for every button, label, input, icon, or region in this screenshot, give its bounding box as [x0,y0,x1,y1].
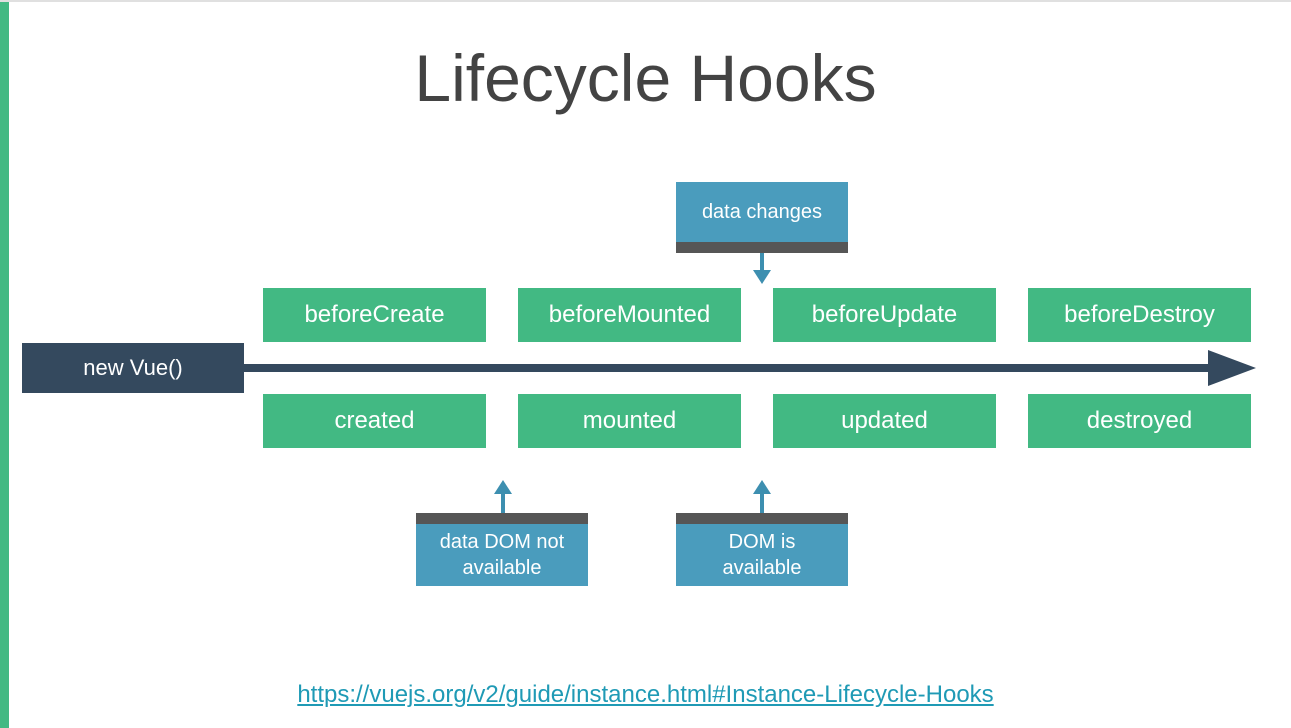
connector-data-dom-arrowhead-icon [494,480,512,494]
hook-box-beforeupdate[interactable]: beforeUpdate [773,288,996,342]
page-title: Lifecycle Hooks [414,41,877,115]
connector-data-dom-line [501,494,505,513]
connector-data-changes-line [760,253,764,272]
connector-dom-available-arrowhead-icon [753,480,771,494]
left-accent-bar [0,2,9,728]
reference-link[interactable]: https://vuejs.org/v2/guide/instance.html… [297,681,994,708]
connector-data-changes-arrowhead-icon [753,270,771,284]
callout-data-changes-bar [676,242,848,253]
callout-data-dom-bar [416,513,588,524]
callout-data-changes: data changes [676,182,848,242]
hook-box-updated[interactable]: updated [773,394,996,448]
timeline-arrow-line [244,364,1226,372]
hook-box-destroyed[interactable]: destroyed [1028,394,1251,448]
hook-box-beforecreate[interactable]: beforeCreate [263,288,486,342]
connector-dom-available-line [760,494,764,513]
callout-dom-is-available: DOM is available [676,524,848,586]
callout-data-dom-not-available: data DOM not available [416,524,588,586]
hook-box-created[interactable]: created [263,394,486,448]
hook-box-beforedestroy[interactable]: beforeDestroy [1028,288,1251,342]
hook-box-beforemounted[interactable]: beforeMounted [518,288,741,342]
timeline-arrowhead-icon [1208,350,1256,386]
callout-dom-available-bar [676,513,848,524]
new-vue-box[interactable]: new Vue() [22,343,244,393]
hook-box-mounted[interactable]: mounted [518,394,741,448]
